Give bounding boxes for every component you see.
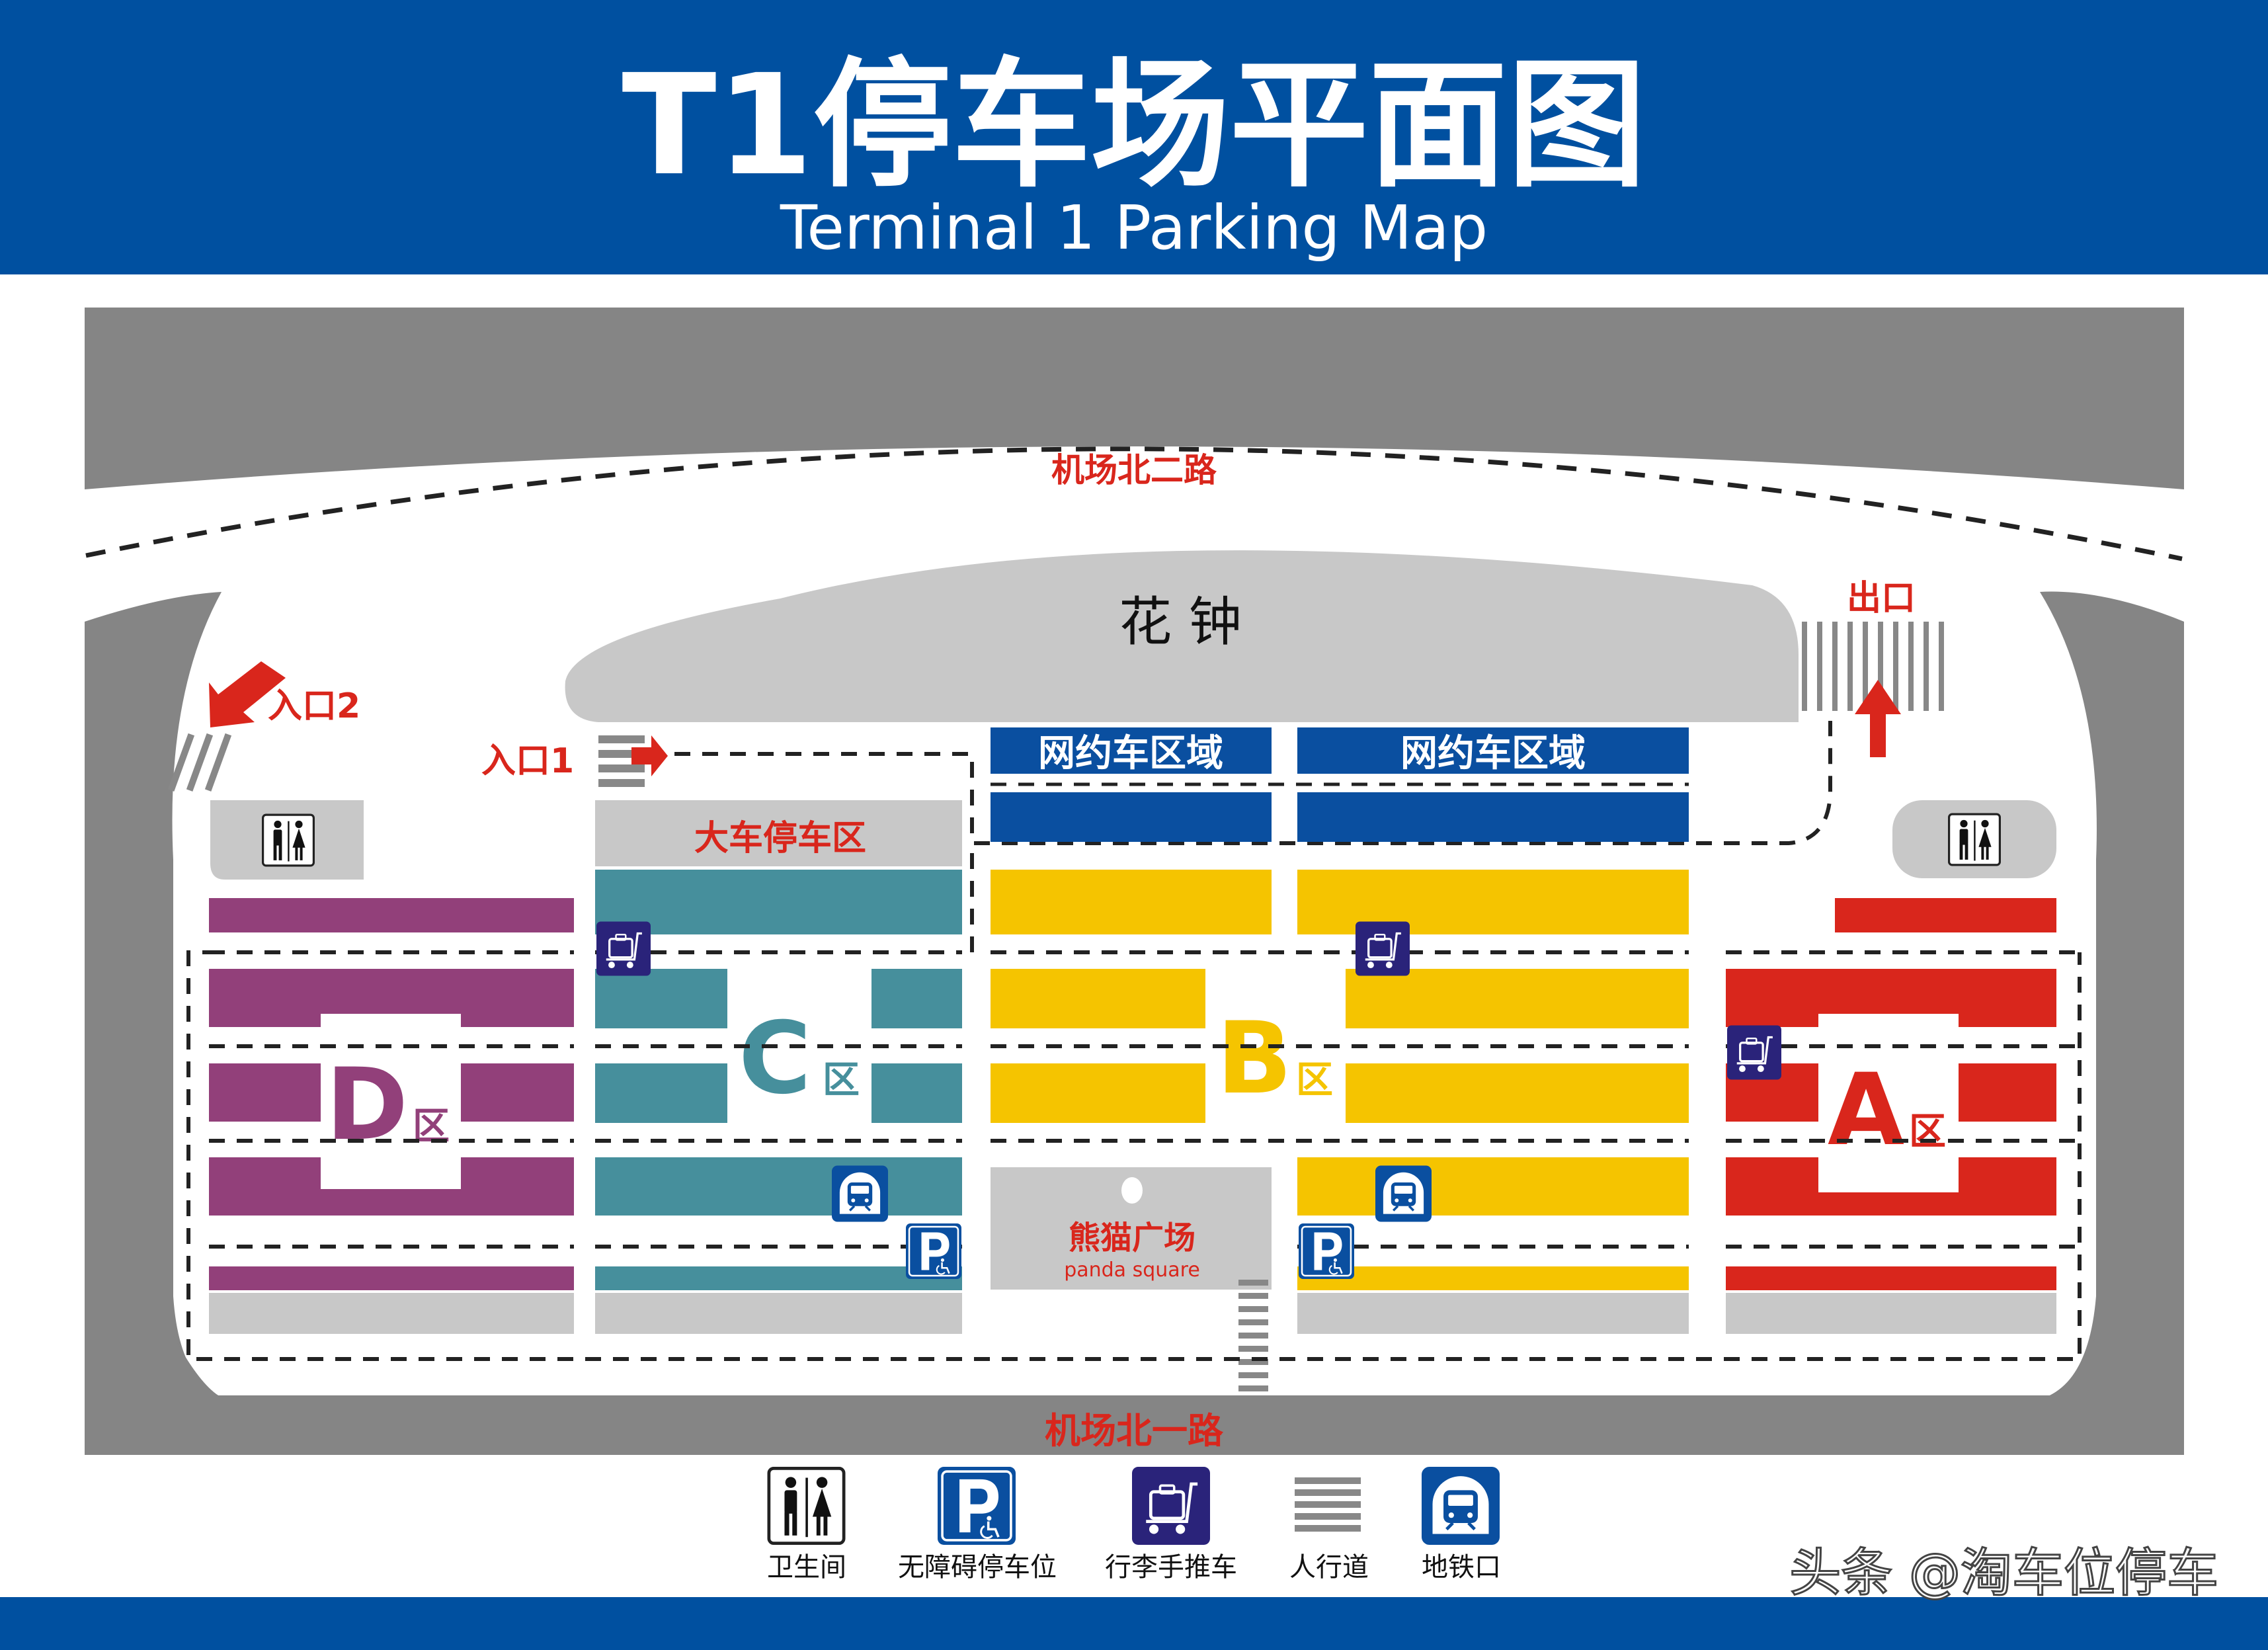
- bus-parking-area: [595, 800, 962, 866]
- south-road: [85, 1395, 2184, 1455]
- zone-d: [209, 898, 574, 1334]
- zone-d-letter: D: [326, 1048, 409, 1163]
- luggage-cart-icon: [596, 922, 651, 976]
- footer-band: [0, 1597, 2268, 1650]
- legend-label: 人行道: [1289, 1552, 1369, 1583]
- legend-metro-icon: [1422, 1467, 1500, 1545]
- legend-label: 卫生间: [767, 1552, 846, 1583]
- flower-clock: [565, 550, 1799, 722]
- zone-a-letter: A: [1828, 1053, 1904, 1168]
- north-road-label: 机场北二路: [1051, 451, 1217, 489]
- panda-square-label-cn: 熊猫广场: [1069, 1219, 1195, 1257]
- luggage-cart-icon: [1727, 1026, 1781, 1080]
- luggage-cart-icon: [1356, 922, 1410, 976]
- rideshare-label-right: 网约车区域: [1400, 732, 1586, 775]
- panda-square-marker: [1121, 1177, 1143, 1204]
- entrance-1-crosswalk: [598, 735, 645, 787]
- zone-b: [991, 870, 1689, 1334]
- metro-icon: [1375, 1164, 1432, 1223]
- east-road: [2040, 591, 2184, 1396]
- rideshare-area-right: [1297, 727, 1689, 842]
- zone-b-suffix: 区: [1296, 1059, 1333, 1102]
- legend-accessible-parking-icon: [938, 1467, 1016, 1545]
- zone-c: [595, 870, 962, 1334]
- page-title: T1停车场平面图: [622, 44, 1646, 206]
- rideshare-label-left: 网约车区域: [1038, 732, 1223, 775]
- zone-b-letter: B: [1217, 1001, 1292, 1116]
- flower-clock-label: 花 钟: [1119, 591, 1241, 653]
- driving-route: [674, 721, 1832, 845]
- watermark: 头条 @淘车位停车: [1789, 1544, 2218, 1603]
- entrance-2-label: 入口2: [268, 686, 360, 726]
- entrance-2-arrow: [209, 661, 286, 727]
- header-band: [0, 0, 2268, 274]
- exit-arrow: [1855, 680, 1901, 757]
- panda-square-label-en: panda square: [1064, 1258, 1200, 1282]
- legend-label: 行李手推车: [1105, 1552, 1237, 1583]
- legend-restroom-icon: [769, 1468, 844, 1543]
- driving-lanes: [186, 853, 2082, 1361]
- accessible-parking-icon: [1299, 1222, 1354, 1280]
- west-road: [85, 592, 222, 1395]
- panda-square-crosswalk: [1238, 1280, 1268, 1391]
- legend-label: 无障碍停车位: [898, 1552, 1057, 1583]
- zone-c-suffix: 区: [823, 1059, 860, 1102]
- accessible-parking-icon: [906, 1222, 961, 1280]
- exit-label: 出口: [1847, 579, 1916, 618]
- bus-parking-label: 大车停车区: [694, 819, 866, 858]
- entrance-2-crosswalk: [167, 733, 232, 792]
- zone-c-letter: C: [739, 1001, 811, 1116]
- exit-crosswalk: [1802, 622, 1944, 711]
- rideshare-area-left: [991, 727, 1272, 842]
- entrance-1-label: 入口1: [481, 741, 574, 781]
- zone-a: [1726, 898, 2056, 1334]
- south-road-label: 机场北一路: [1045, 1410, 1224, 1452]
- page-subtitle: Terminal 1 Parking Map: [780, 192, 1488, 263]
- legend: 卫生间 无障碍停车位 行李手推车 人行道 地铁口: [767, 1467, 1501, 1583]
- legend-luggage-cart-icon: [1132, 1467, 1210, 1545]
- legend-crosswalk-icon: [1295, 1477, 1361, 1532]
- entrance-1-arrow: [631, 735, 668, 776]
- metro-icon: [832, 1164, 888, 1223]
- legend-label: 地铁口: [1422, 1552, 1501, 1583]
- restroom-icon: [262, 813, 315, 867]
- zone-a-suffix: 区: [1909, 1110, 1946, 1153]
- restroom-icon: [1948, 813, 2001, 866]
